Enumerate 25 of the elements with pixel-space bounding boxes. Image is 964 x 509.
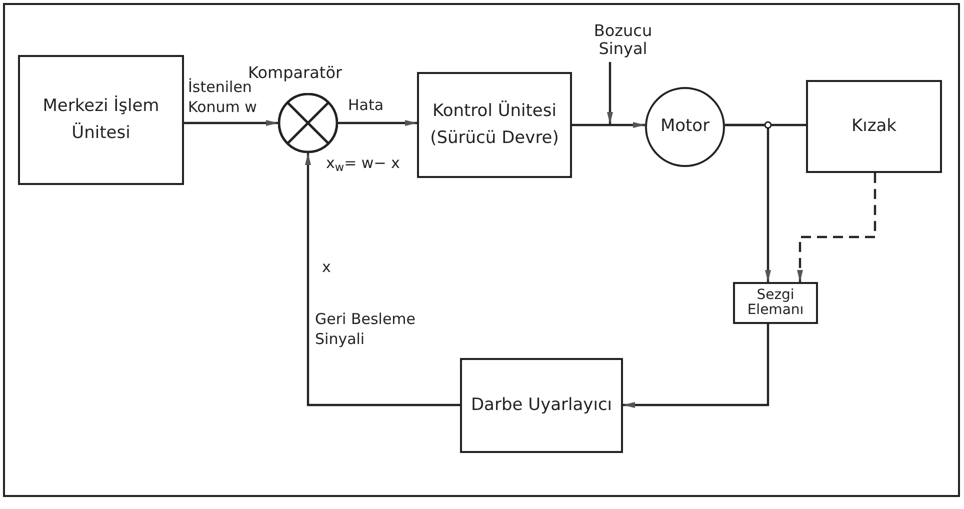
formula-label: x [322,257,331,278]
arrow [725,124,771,282]
dashed-arrow [797,173,876,282]
formula-label: x$_{w}$= w− x [326,153,400,174]
node-text: Sezgi Elemanı [746,288,805,318]
block-box [733,282,818,324]
node-text: Kızak [851,114,897,138]
node-text: Bozucu Sinyal [594,21,652,58]
block-box [460,358,623,453]
node-text: Motor [660,115,710,138]
edge-label: Geri Besleme Sinyali [315,310,417,349]
arrow [338,120,417,126]
node-text: Merkezi İşlem Ünitesi [42,94,160,145]
edge-label: Hata [348,96,384,116]
arrow [623,324,770,408]
arrow [184,120,278,126]
node-text: Kontrol Ünitesi [432,100,556,123]
block-box [806,80,942,173]
block-box [417,72,572,178]
block-box [18,55,184,185]
node-text: (Sürücü Devre) [430,127,559,150]
arrow [607,62,613,124]
node-text: Darbe Uyarlayıcı [470,394,612,417]
arrow [572,122,645,128]
arrow [305,153,460,406]
